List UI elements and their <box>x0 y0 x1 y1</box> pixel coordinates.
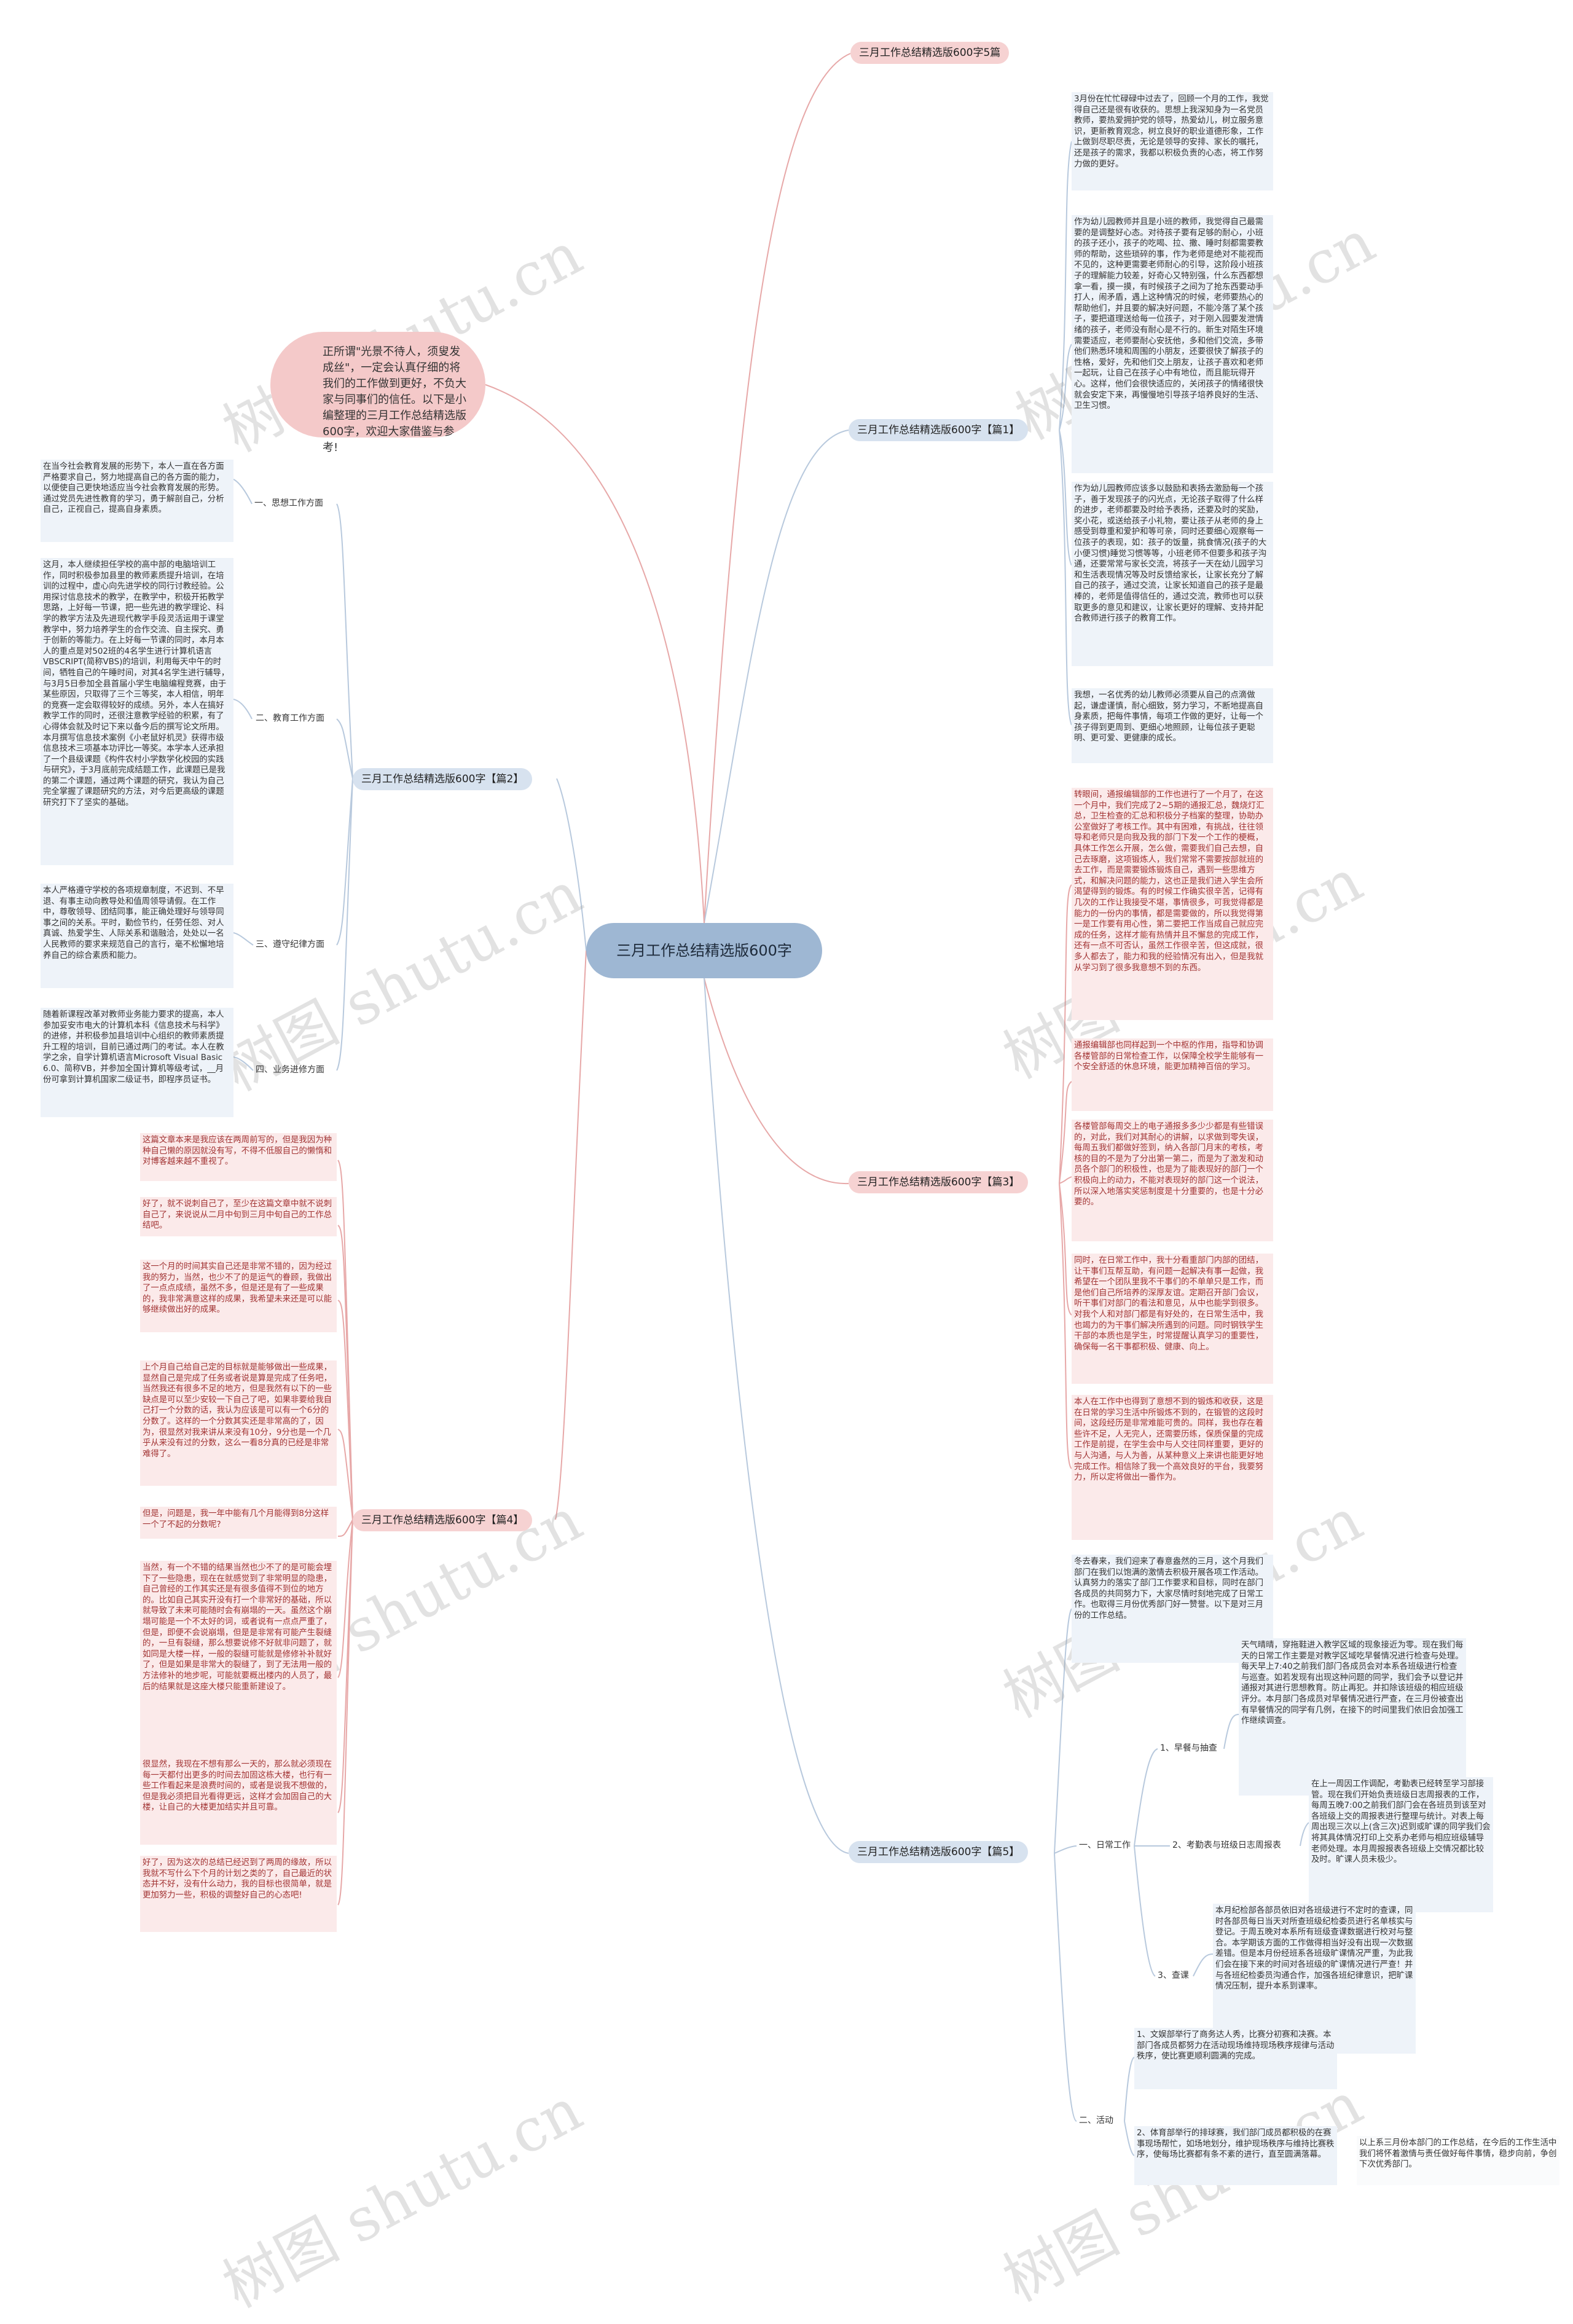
article-2-section-training-text: 随着新课程改革对教师业务能力要求的提高，本人参加妥安市电大的计算机本科《信息技术… <box>41 1008 233 1117</box>
branch-article-4[interactable]: 三月工作总结精选版600字【篇4】 <box>353 1509 533 1531</box>
branch-5-articles[interactable]: 三月工作总结精选版600字5篇 <box>850 42 1010 64</box>
article-3-leaf-3: 各楼管部每周交上的电子通报多多少少都是有些错误的，对此，我们对其耐心的讲解，以求… <box>1072 1120 1273 1241</box>
article-5-item-attendance[interactable]: 2、考勤表与班级日志周报表 <box>1172 1840 1281 1850</box>
article-3-leaf-4: 同时，在日常工作中，我十分看重部门内部的团结，让干事们互帮互助，有问题一起解决有… <box>1072 1254 1273 1384</box>
branch-article-3[interactable]: 三月工作总结精选版600字【篇3】 <box>849 1171 1029 1193</box>
article-2-section-thought[interactable]: 一、思想工作方面 <box>254 498 323 508</box>
article-4-leaf-1: 这篇文章本来是我应该在两周前写的，但是我因为种种自己懒的原因就没有写，不得不低服… <box>140 1133 337 1181</box>
article-5-item-attendance-text: 在上一周因工作调配，考勤表已经转至学习部接管。现在我们开始负责班级日志周报表的工… <box>1309 1777 1493 1912</box>
article-5-closing: 以上系三月份本部门的工作总结，在今后的工作生活中我们将怀着激情与责任做好每件事情… <box>1357 2136 1559 2185</box>
article-3-leaf-2: 通报编辑部也同样起到一个中枢的作用，指导和协调各楼管部的日常检查工作，以保障全校… <box>1072 1038 1273 1111</box>
article-2-section-discipline[interactable]: 三、遵守纪律方面 <box>256 940 324 949</box>
article-1-leaf-1: 3月份在忙忙碌碌中过去了，回顾一个月的工作，我觉得自己还是很有收获的。思想上我深… <box>1072 92 1273 190</box>
article-5-item-breakfast[interactable]: 1、早餐与抽查 <box>1160 1743 1217 1753</box>
article-2-section-teaching-text: 这月，本人继续担任学校的高中部的电脑培训工作，同时积极参加县里的教师素质提升培训… <box>41 558 233 865</box>
article-1-leaf-3: 作为幼儿园教师应该多以鼓励和表扬去激励每一个孩子，善于发现孩子的闪光点，无论孩子… <box>1072 482 1273 666</box>
branch-article-5[interactable]: 三月工作总结精选版600字【篇5】 <box>849 1841 1029 1863</box>
article-5-section-daily[interactable]: 一、日常工作 <box>1079 1840 1131 1850</box>
article-2-section-thought-text: 在当今社会教育发展的形势下，本人一直在各方面严格要求自己，努力地提高自己的各方面… <box>41 460 233 542</box>
article-4-leaf-7: 很显然，我现在不想有那么一天的，那么就必须现在每一天都付出更多的时间去加固这栋大… <box>140 1757 337 1845</box>
article-2-section-training[interactable]: 四、业务进修方面 <box>256 1065 324 1075</box>
article-5-activity-1: 1、文娱部举行了商务达人秀，比赛分初赛和决赛。本部门各成员都努力在活动现场维持现… <box>1134 2028 1337 2089</box>
branch-article-2[interactable]: 三月工作总结精选版600字【篇2】 <box>353 768 533 790</box>
article-4-leaf-3: 这一个月的时间其实自己还是非常不错的，因为经过我的努力，当然，也少不了的是运气的… <box>140 1260 337 1332</box>
article-3-leaf-5: 本人在工作中也得到了意想不到的锻炼和收获，这是在日常的学习生活中所锻炼不到的，在… <box>1072 1395 1273 1540</box>
article-4-leaf-8: 好了，因为这次的总结已经迟到了两周的缘故，所以我就不写什么下个月的计划之类的了，… <box>140 1856 337 1932</box>
article-4-leaf-2: 好了，就不说刺自己了，至少在这篇文章中就不说刺自己了，来说说从二月中旬到三月中旬… <box>140 1197 337 1236</box>
branch-article-1[interactable]: 三月工作总结精选版600字【篇1】 <box>849 419 1029 441</box>
article-4-leaf-5: 但是，问题是，我一年中能有几个月能得到8分这样一个了不起的分数呢? <box>140 1507 337 1539</box>
article-5-section-activities[interactable]: 二、活动 <box>1079 2116 1113 2126</box>
article-2-section-teaching[interactable]: 二、教育工作方面 <box>256 713 324 723</box>
connector-lines <box>233 53 1309 2156</box>
article-1-leaf-2: 作为幼儿园教师并且是小班的教师，我觉得自己最需要的是调整好心态。对待孩子要有足够… <box>1072 215 1273 473</box>
article-5-item-breakfast-text: 天气晴晴，穿拖鞋进入教学区域的现象接近为零。现在我们每天的日常工作主要是对教学区… <box>1239 1638 1466 1796</box>
article-3-leaf-1: 转眼间，通报编辑部的工作也进行了一个月了，在这一个月中，我们完成了2~5期的通报… <box>1072 788 1273 1020</box>
article-4-leaf-4: 上个月自己给自己定的目标就是能够做出一些成果，显然自己是完成了任务或者说是算是完… <box>140 1360 337 1486</box>
intro-node[interactable]: 正所谓"光景不待人，须叟发成丝"，一定会认真仔细的将我们的工作做到更好，不负大家… <box>270 332 485 454</box>
root-topic[interactable]: 三月工作总结精选版600字 <box>586 923 822 978</box>
article-2-section-discipline-text: 本人严格遵守学校的各项规章制度，不迟到、不早退、有事主动向教导处和值周领导请假。… <box>41 884 233 988</box>
article-5-item-class-check[interactable]: 3、查课 <box>1158 1971 1189 1981</box>
article-4-leaf-6: 当然，有一个不错的结果当然也少不了的是可能会埋下了一些隐患，现在在就感觉到了非常… <box>140 1561 337 1764</box>
article-5-activity-2: 2、体育部举行的排球赛，我们部门成员都积极的在赛事现场帮忙，如场地划分，维护现场… <box>1134 2126 1337 2185</box>
article-1-leaf-4: 我想，一名优秀的幼儿教师必须要从自己的点滴做起，谦虚谨慎，耐心细致，努力学习，不… <box>1072 688 1273 763</box>
